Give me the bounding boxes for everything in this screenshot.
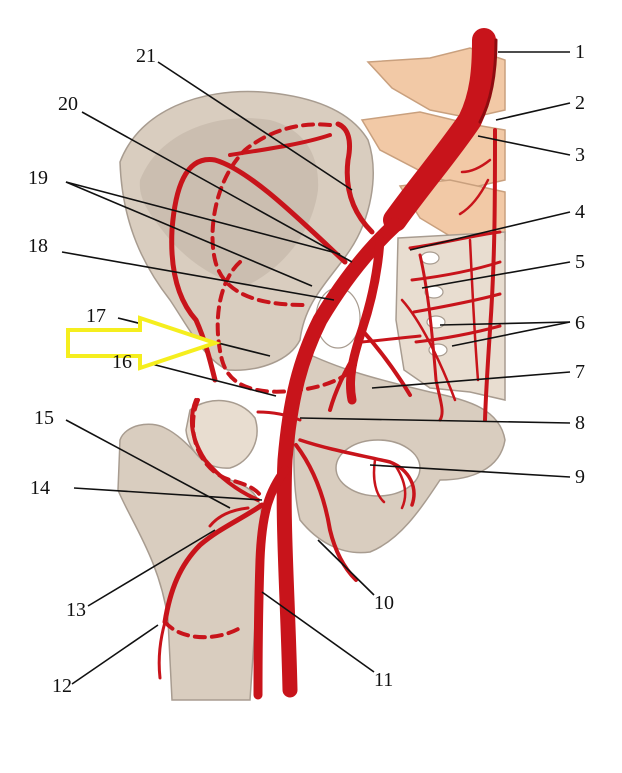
- label-12: 12: [52, 675, 72, 697]
- label-6: 6: [575, 312, 585, 334]
- label-17: 17: [86, 305, 106, 327]
- label-3: 3: [575, 144, 585, 166]
- femoral-head: [185, 399, 258, 469]
- label-8: 8: [575, 412, 585, 434]
- label-19: 19: [28, 167, 48, 189]
- deep-femoral-artery: [253, 465, 290, 700]
- label-15: 15: [34, 407, 54, 429]
- label-9: 9: [575, 466, 585, 488]
- abdominal-aorta: [383, 28, 496, 232]
- label-4: 4: [575, 201, 585, 223]
- femur: [117, 423, 263, 701]
- arrow-right-icon: [66, 315, 222, 371]
- sacral-foramina: [420, 251, 448, 357]
- label-10: 10: [374, 592, 394, 614]
- label-13: 13: [66, 599, 86, 621]
- hidden-arteries: [163, 122, 357, 640]
- label-11: 11: [374, 669, 393, 691]
- lateral-circumflex-femoral: [162, 502, 265, 625]
- callout-labels: 1 2 3 4 5 6 7 8 9 10 11 12 13 14 15 16 1…: [28, 41, 585, 697]
- label-1: 1: [575, 41, 585, 63]
- label-20: 20: [58, 93, 78, 115]
- label-18: 18: [28, 235, 48, 257]
- label-14: 14: [30, 477, 50, 499]
- arteries: [157, 28, 502, 700]
- external-iliac-artery: [276, 217, 403, 698]
- leader-lines: [61, 51, 571, 685]
- label-7: 7: [575, 361, 585, 383]
- iliac-fossa-shadow: [139, 118, 319, 286]
- obturator-artery: [298, 438, 416, 507]
- label-2: 2: [575, 92, 585, 114]
- label-5: 5: [575, 251, 585, 273]
- label-16: 16: [112, 351, 132, 373]
- label-21: 21: [136, 45, 156, 67]
